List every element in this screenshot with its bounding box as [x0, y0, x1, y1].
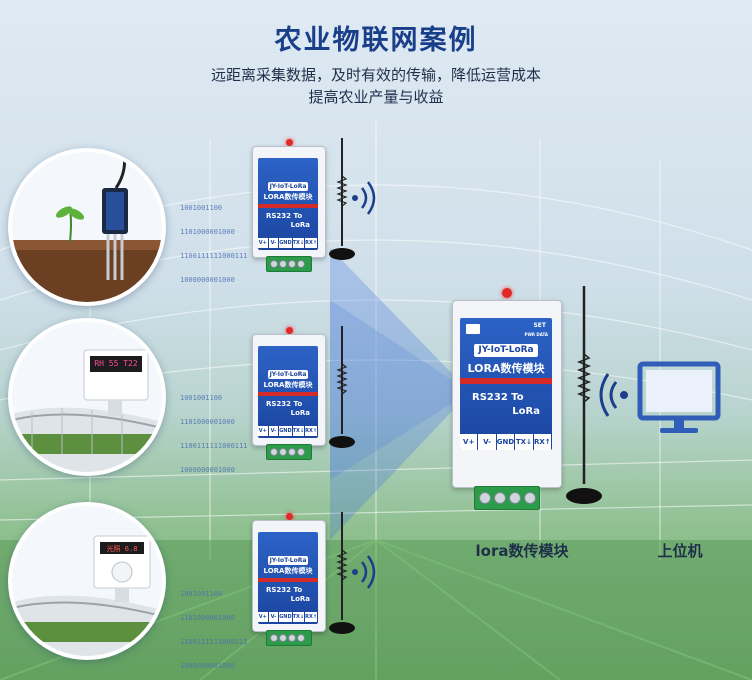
light-sensor-icon	[12, 535, 162, 656]
terminal-block	[266, 256, 312, 272]
lora-module-gateway: SET PWR DATA JY-IoT-LoRa LORA数传模块 RS232 …	[452, 284, 612, 524]
power-led	[286, 327, 293, 334]
host-computer-label: 上位机	[657, 542, 703, 560]
lora-module-label: lora数传模块	[475, 542, 569, 560]
lora-module-node-1: JY-IoT-LoRa LORA数传模块 RS232 To LoRa V+V-G…	[252, 134, 376, 284]
terminal-block	[474, 486, 540, 510]
module-face: JY-IoT-LoRa LORA数传模块 RS232 To LoRa V+V-G…	[258, 158, 318, 250]
antenna-icon	[329, 512, 355, 634]
lora-module-node-2: JY-IoT-LoRa LORA数传模块 RS232 To LoRa V+V-G…	[252, 322, 362, 472]
status-indicator-labels: PWR DATA	[524, 332, 548, 337]
terminal-block	[266, 630, 312, 646]
module-face: JY-IoT-LoRa LORA数传模块 RS232 To LoRa V+V-G…	[258, 532, 318, 624]
power-led	[286, 513, 293, 520]
greenhouse-icon	[12, 349, 162, 472]
page-title: 农业物联网案例	[274, 25, 478, 56]
binary-stream-3: 1001001100 1101000001000 110011111100011…	[180, 590, 248, 670]
power-led	[286, 139, 293, 146]
light-display: 光照 6.8	[106, 545, 138, 553]
antenna-icon	[566, 286, 602, 504]
power-led	[502, 288, 512, 298]
terminal-block	[266, 444, 312, 460]
antenna-icon	[329, 138, 355, 260]
signal-beam	[330, 248, 470, 540]
subtitle-line-2: 提高农业产量与收益	[308, 88, 444, 106]
light-sensor-circle: 光照 6.8	[8, 502, 166, 660]
page-subtitle: 远距离采集数据，及时有效的传输，降低运营成本 提高农业产量与收益	[0, 64, 752, 108]
binary-stream-1: 1001001100 1101000001000 110011111100011…	[180, 204, 248, 284]
antenna-icon	[329, 326, 355, 448]
lora-module-node-3: JY-IoT-LoRa LORA数传模块 RS232 To LoRa V+V-G…	[252, 508, 376, 658]
soil-sensor-circle	[8, 148, 166, 306]
temp-humidity-sensor-circle: RH 55 T22	[8, 318, 166, 476]
soil-sensor-icon	[12, 152, 162, 302]
module-face: JY-IoT-LoRa LORA数传模块 RS232 To LoRa V+V-G…	[258, 346, 318, 438]
temp-humidity-display: RH 55 T22	[94, 359, 138, 368]
set-label: SET	[533, 322, 546, 329]
module-face: SET PWR DATA JY-IoT-LoRa LORA数传模块 RS232 …	[460, 318, 552, 450]
binary-stream-2: 1001001100 1101000001000 110011111100011…	[180, 394, 248, 474]
dip-switch-icon	[466, 324, 480, 334]
signal-waves-icon	[352, 181, 376, 215]
subtitle-line-1: 远距离采集数据，及时有效的传输，降低运营成本	[210, 66, 541, 84]
host-signal-waves-icon	[599, 373, 628, 417]
signal-waves-icon	[352, 555, 376, 589]
host-computer-icon	[637, 361, 721, 433]
